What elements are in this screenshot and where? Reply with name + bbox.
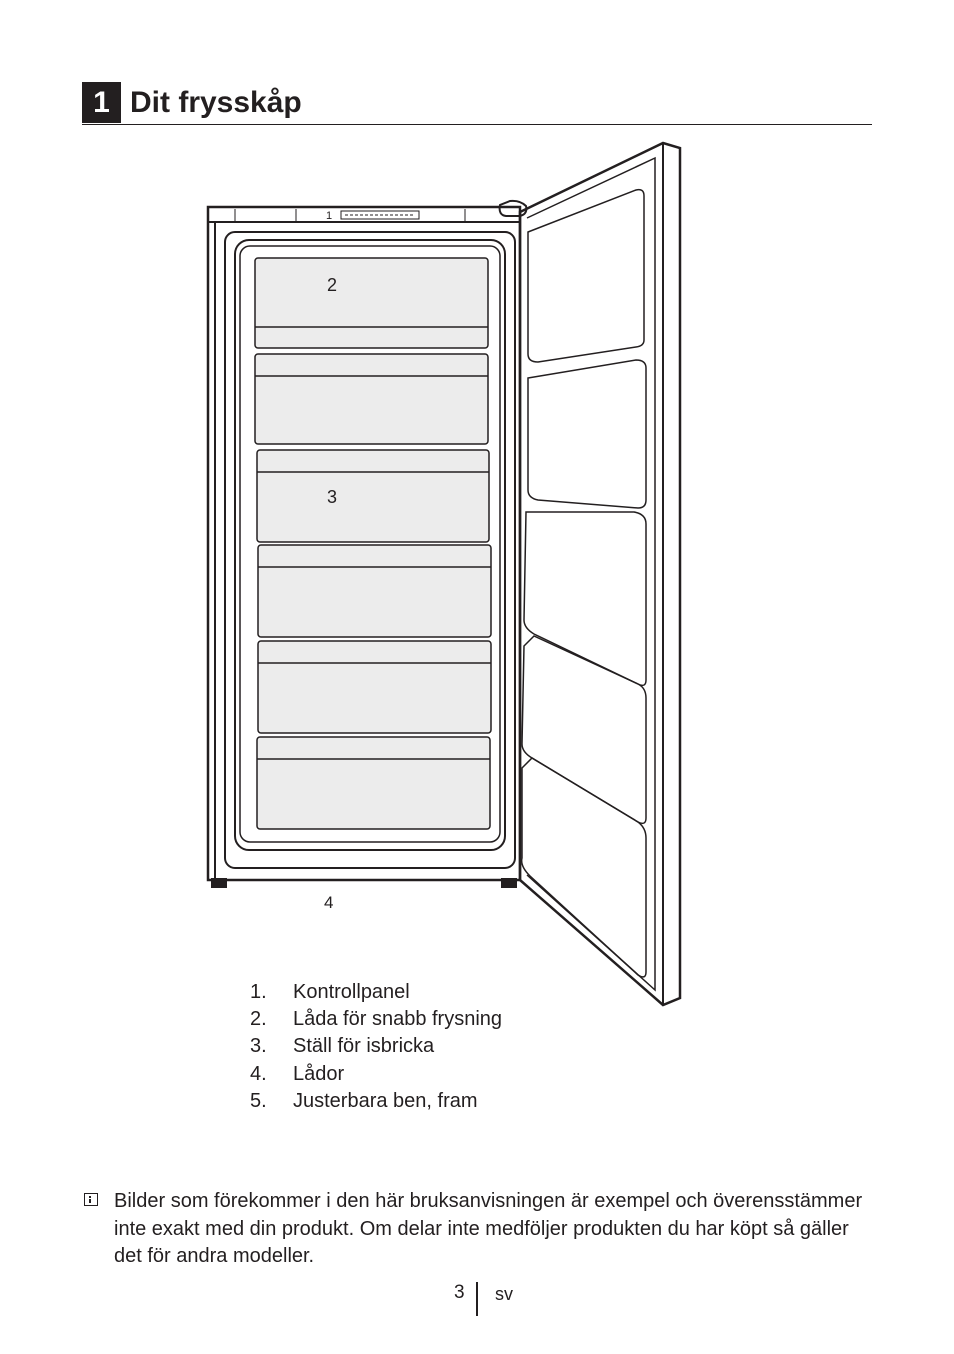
- info-icon: [84, 1193, 98, 1206]
- open-door: [518, 141, 682, 1007]
- ice-tray-shelf: [254, 353, 489, 445]
- list-item: 3.Ställ för isbricka: [250, 1035, 435, 1058]
- footer-divider: [476, 1282, 478, 1316]
- language-code: sv: [495, 1284, 513, 1304]
- note-text: Bilder som förekommer i den här bruksanv…: [114, 1190, 863, 1267]
- fast-freeze-drawer: [254, 257, 489, 349]
- door-bin-2: [527, 359, 647, 509]
- door-bin-1: [527, 188, 645, 363]
- list-item: 4.Lådor: [250, 1062, 345, 1085]
- door-bin-5: [520, 757, 647, 978]
- section-number: 1: [82, 82, 121, 123]
- callout-4: 4: [324, 893, 333, 912]
- section-heading: 1 Dit frysskåp: [82, 82, 872, 125]
- parts-list: 1.Kontrollpanel 2.Låda för snabb frysnin…: [250, 980, 502, 1116]
- control-panel: [340, 210, 420, 220]
- drawer-2: [257, 544, 492, 638]
- callout-2: 2: [327, 275, 337, 295]
- callout-3: 3: [327, 487, 337, 507]
- list-item: 5.Justerbara ben, fram: [250, 1089, 478, 1112]
- front-foot-right: [501, 878, 517, 888]
- page-number: 3: [454, 1282, 465, 1303]
- drawer-3: [257, 640, 492, 734]
- door-bin-4: [521, 635, 647, 825]
- top-hinge: [498, 199, 528, 217]
- drawer-1: [256, 449, 490, 543]
- inner-liner: [224, 231, 516, 869]
- section-title: Dit frysskåp: [130, 86, 302, 119]
- door-bin-3: [523, 511, 647, 687]
- callout-1: 1: [326, 210, 332, 222]
- drawer-4: [256, 736, 491, 830]
- list-item: 2.Låda för snabb frysning: [250, 1008, 503, 1031]
- list-item: 1.Kontrollpanel: [250, 981, 410, 1003]
- front-foot-left: [211, 878, 227, 888]
